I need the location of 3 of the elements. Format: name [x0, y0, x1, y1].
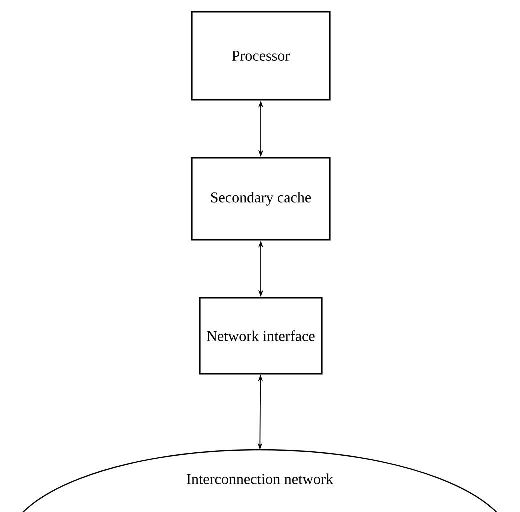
process-box: Network interface: [199, 297, 323, 375]
process-box: Processor: [191, 11, 331, 101]
process-box: Secondary cache: [191, 157, 331, 241]
